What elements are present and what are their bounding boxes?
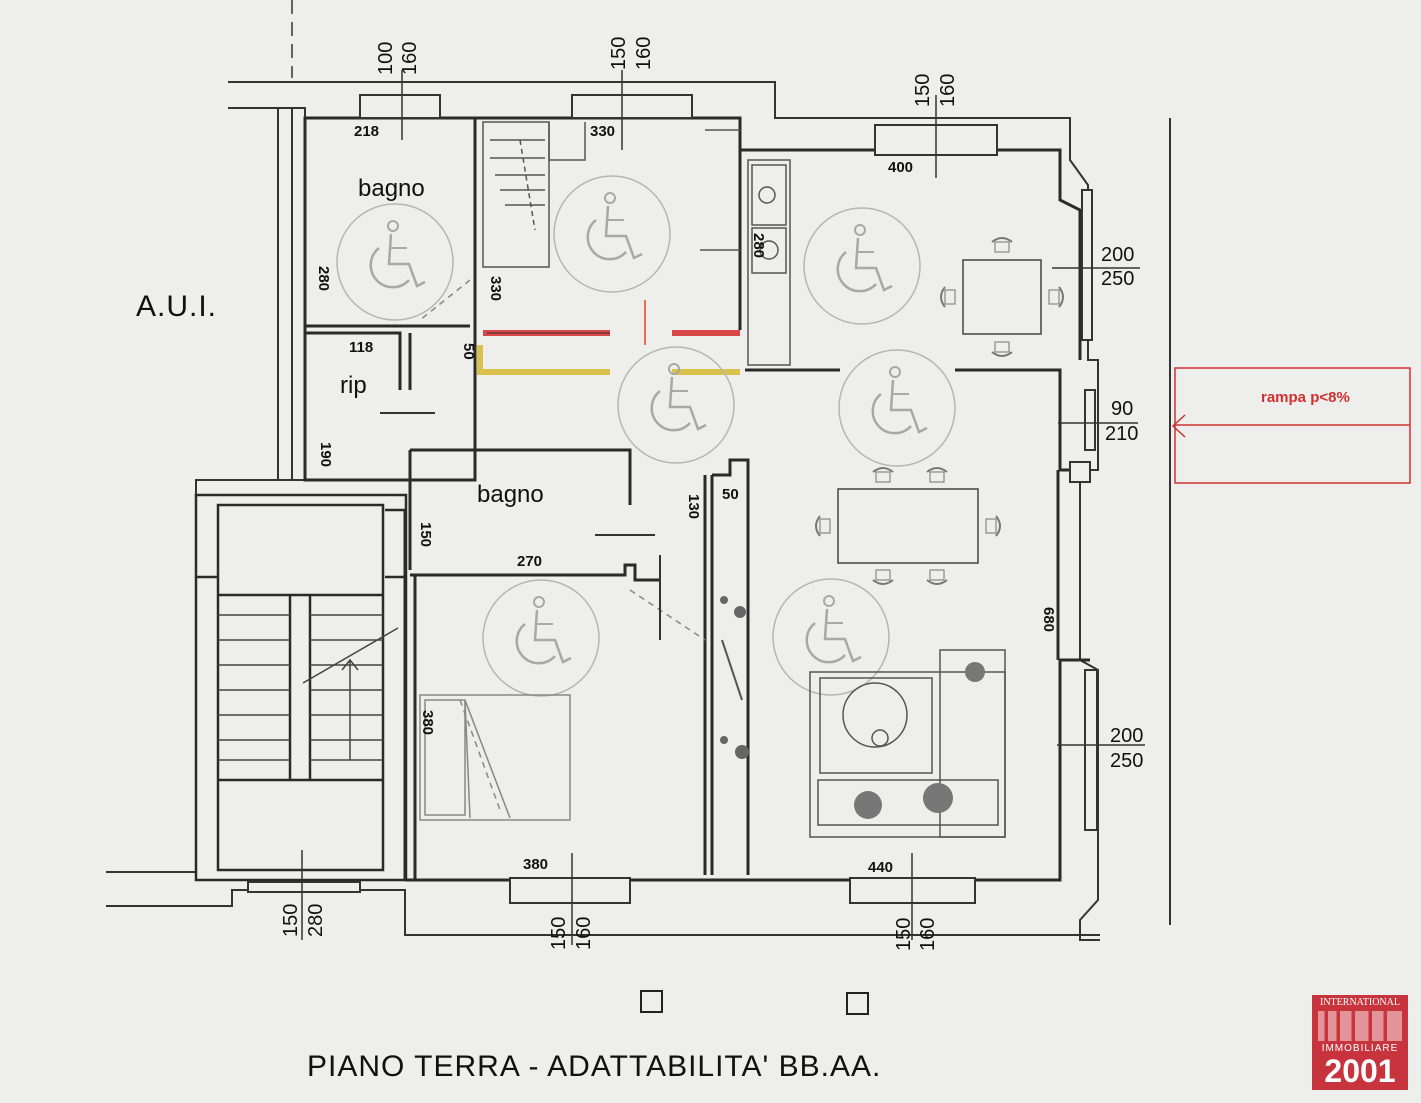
- logo-mid-text: IMMOBILIARE: [1321, 1043, 1399, 1054]
- dimension-label: 50: [460, 343, 477, 360]
- skyline-icon: [1318, 1011, 1402, 1041]
- wheelchair-icon: [481, 578, 601, 698]
- wheelchair-icon: [552, 174, 672, 294]
- window-dimension: 90: [1111, 398, 1134, 420]
- wheelchair-icon: [802, 206, 922, 326]
- window-dimension: 250: [1110, 750, 1144, 772]
- window-dimension: 150: [548, 916, 570, 950]
- dining-table-icon: [940, 237, 1064, 357]
- window-dimension: 160: [573, 916, 595, 950]
- room-label-bagno: bagno: [477, 481, 544, 508]
- bed-icon: [419, 694, 571, 821]
- window-dimension: 150: [912, 73, 934, 107]
- window-dimension: 160: [917, 917, 939, 951]
- room-label-bagno: bagno: [358, 175, 425, 202]
- logo-top-text: INTERNATIONAL: [1320, 997, 1400, 1008]
- dimension-label: 400: [888, 159, 914, 176]
- window-dimension: 200: [1101, 244, 1135, 266]
- dimension-label: 380: [523, 856, 549, 873]
- window-dimension: 150: [893, 917, 915, 951]
- dimension-label: 280: [750, 233, 767, 259]
- window-dimension: 160: [633, 36, 655, 70]
- dimension-label: 380: [419, 710, 436, 736]
- wheelchair-icon: [335, 202, 455, 322]
- dimension-label: 280: [315, 266, 332, 292]
- window-dimension: 100: [375, 41, 397, 75]
- dimension-label: 50: [722, 486, 739, 503]
- dimension-label: 270: [517, 553, 543, 570]
- ramp-label: rampa p<8%: [1261, 389, 1350, 406]
- dimension-label: 680: [1040, 607, 1057, 633]
- window-dimension: 160: [399, 41, 421, 75]
- wheelchair-icon: [616, 345, 736, 465]
- window-dimension: 210: [1105, 423, 1139, 445]
- logo-number: 2001: [1324, 1053, 1396, 1089]
- wheelchair-icon: [837, 348, 957, 468]
- dimension-label: 330: [487, 276, 504, 302]
- dimension-label: 330: [590, 123, 616, 140]
- dimension-label: 440: [868, 859, 894, 876]
- window-dimension: 150: [608, 36, 630, 70]
- window-dimension: 200: [1110, 725, 1144, 747]
- dimension-label: 218: [354, 123, 380, 140]
- dimension-label: 190: [317, 442, 334, 468]
- window-dimension: 280: [305, 903, 327, 937]
- window-dimension: 150: [280, 903, 302, 937]
- dimension-label: 130: [685, 494, 702, 520]
- dimension-label: 118: [349, 339, 374, 356]
- page-title: PIANO TERRA - ADATTABILITA' BB.AA.: [307, 1050, 882, 1083]
- aui-label: A.U.I.: [136, 290, 218, 323]
- window-dimension: 250: [1101, 268, 1135, 290]
- agency-logo: INTERNATIONAL IMMOBILIARE 2001: [1312, 995, 1408, 1090]
- dining-table-icon: [815, 467, 1001, 585]
- dimension-label: 150: [417, 522, 434, 548]
- room-label-rip: rip: [340, 372, 367, 399]
- sofa-icon: [809, 649, 1006, 838]
- window-dimension: 160: [937, 73, 959, 107]
